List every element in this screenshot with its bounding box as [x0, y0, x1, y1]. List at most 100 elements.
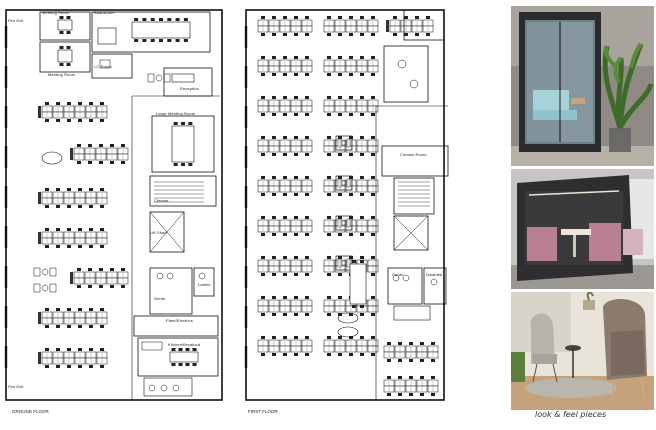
room-label-meeting-top: Meeting Room: [42, 10, 70, 15]
wc-fixture: [198, 272, 206, 280]
core-stair: [149, 175, 217, 207]
room-label-cleaner: Cleaner: [154, 198, 169, 203]
desk-cluster-first-4: [257, 176, 313, 196]
wc-fixture: [156, 272, 164, 280]
lift-shaft-first: [393, 215, 429, 251]
lift-cross: [149, 211, 185, 253]
storage-first: [393, 305, 431, 321]
comms-rack: [99, 59, 111, 69]
soft-seating-first-2: [337, 326, 359, 338]
meeting-room-bottom: [39, 41, 91, 73]
meeting-room-top: [39, 11, 91, 41]
soft-seating-first: [337, 312, 359, 324]
bar-stool: [172, 384, 180, 392]
meeting-table-top: [57, 16, 73, 34]
room-label-boardroom: Boardroom: [94, 10, 115, 15]
kitchen-table: [169, 348, 199, 366]
room-label-disabled: Disabled: [426, 272, 443, 277]
gents-wc-first: [387, 267, 423, 305]
wc-fixture: [392, 274, 400, 282]
desk-cluster-first-top: [386, 16, 434, 36]
desk-cluster-5: [70, 268, 129, 288]
desk-cluster-3: [38, 188, 108, 208]
desk-cluster-first-5: [257, 216, 313, 236]
pod-2: [335, 175, 353, 191]
breakout-table: [409, 79, 419, 89]
room-label-meeting-bottom: Meeting Room: [48, 72, 76, 77]
soft-seating-oval: [41, 151, 63, 165]
plant-electrics: [133, 315, 219, 337]
wc-fixture: [430, 278, 438, 286]
room-label-comms: I.C Room: [94, 64, 112, 69]
first-floor-plan: Comms Room Gents Disabled FIRST FLOOR: [244, 6, 452, 414]
photo-lounge-chairs: [511, 292, 654, 410]
room-label-gents-first: Gents: [392, 272, 404, 277]
room-label-comms-first: Comms Room: [400, 152, 427, 157]
ladies-wc: [193, 267, 215, 297]
desk-cluster-first-9: [323, 16, 379, 36]
bar-stool: [160, 384, 168, 392]
boardroom-table: [131, 18, 191, 42]
desk-cluster-7: [38, 348, 108, 368]
desk-cluster-first-2: [257, 96, 313, 116]
desk-cluster-first-bottom: [383, 342, 439, 362]
lift-cross: [393, 215, 429, 251]
comms-room: [91, 53, 133, 79]
room-label-gents: Gents: [154, 296, 166, 301]
pod-1: [335, 135, 353, 151]
desk-cluster-2: [70, 144, 129, 164]
boardroom-desk: [97, 27, 117, 45]
disabled-wc: [423, 267, 447, 305]
room-label-lift: Lift Shaft: [150, 230, 167, 235]
desk-cluster-6: [38, 308, 108, 328]
reception-desk: [171, 73, 195, 83]
comms-room-first: [381, 145, 449, 177]
desk-cluster-first-7: [257, 296, 313, 316]
gents-wc: [149, 267, 193, 315]
desk-cluster-first-17: [323, 336, 379, 356]
desk-cluster-1: [38, 102, 108, 122]
room-label-ladies: Ladies: [198, 282, 211, 287]
ground-floor-drawing: [4, 9, 223, 401]
ground-floor-label: GROUND FLOOR: [12, 409, 49, 414]
ground-floor-plan: Meeting Room Boardroom Meeting Room I.C …: [4, 6, 226, 414]
breakout-table: [397, 59, 407, 69]
meeting-table-bottom: [57, 46, 73, 66]
desk-cluster-first-6: [257, 256, 313, 276]
label-fire-exit-bottom: Fire Exit: [8, 384, 24, 389]
breakout-area: [383, 45, 429, 103]
photo-dark-booth: [511, 169, 654, 289]
desk-cluster-4: [38, 228, 108, 248]
wc-fixture: [402, 274, 410, 282]
room-label-kitchen: Kitchen/Breakout: [168, 342, 201, 347]
boardroom: [91, 11, 211, 53]
desk-cluster-first-11: [323, 96, 379, 116]
kitchen-counter: [141, 341, 163, 351]
desk-cluster-first-0: [257, 16, 313, 36]
soft-seating-left-2: [33, 283, 57, 293]
stair-top-first: [403, 9, 445, 41]
wc-fixture: [166, 272, 174, 280]
bar-stool: [148, 384, 156, 392]
first-floor-drawing: [244, 9, 449, 401]
desk-cluster-first-12: [323, 136, 379, 156]
desk-cluster-first-1: [257, 56, 313, 76]
kitchen-breakout: [137, 337, 219, 377]
room-label-plant: Plant/Electrics: [166, 318, 193, 323]
desk-cluster-first-14: [323, 216, 379, 236]
reception-seating: [147, 73, 171, 83]
collab-table: [349, 260, 367, 308]
desk-cluster-first-bottom-2: [383, 376, 439, 396]
large-meeting-room: [151, 115, 215, 173]
soft-seating-left: [33, 267, 57, 277]
caption-look-and-feel: look & feel pieces: [535, 410, 607, 419]
desk-cluster-first-10: [323, 56, 379, 76]
desk-cluster-first-3: [257, 136, 313, 156]
room-label-reception: Reception: [180, 86, 199, 91]
large-meeting-table: [171, 122, 195, 166]
photo-glass-booth: [511, 6, 654, 166]
room-label-large-meeting: Large Meeting Room: [156, 111, 196, 116]
label-fire-exit-top: Fire Exit: [8, 18, 24, 23]
first-floor-label: FIRST FLOOR: [248, 409, 278, 414]
core-stair-first: [393, 177, 435, 215]
